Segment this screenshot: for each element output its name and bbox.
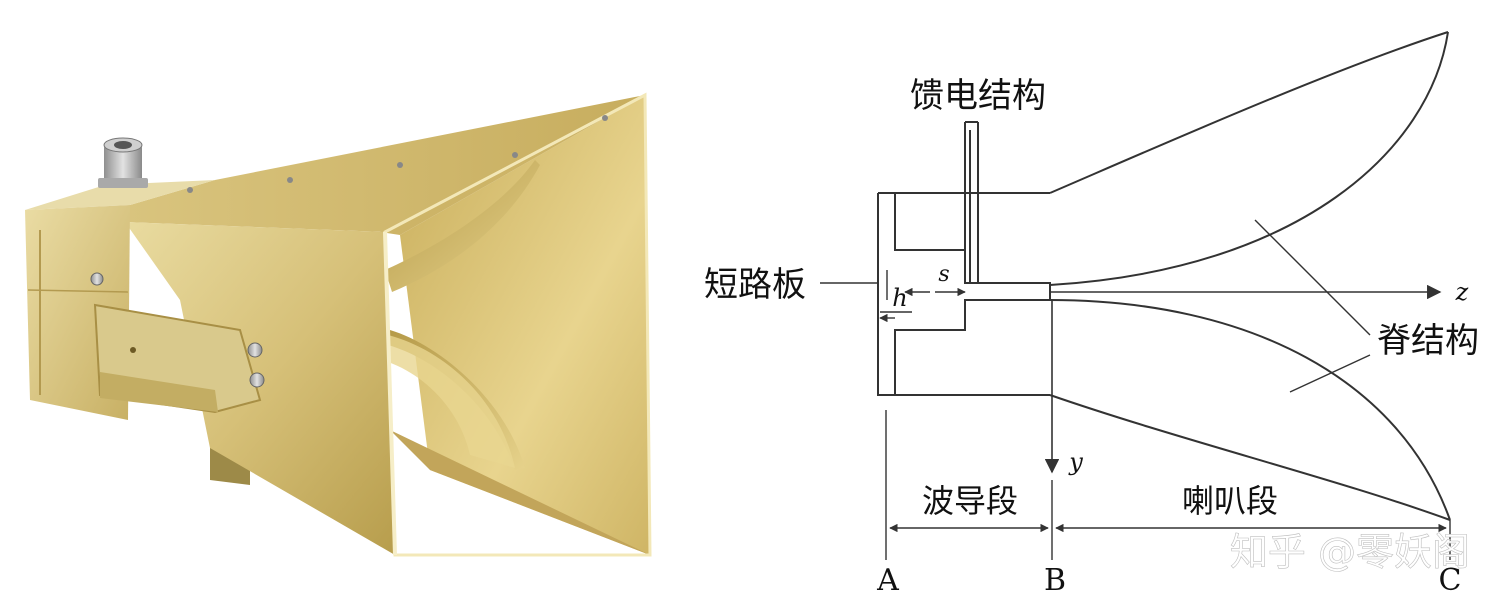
axis-z-label: z: [1455, 278, 1469, 306]
waveguide-box-top: [25, 180, 215, 210]
waveguide-section-label: 波导段: [922, 482, 1018, 520]
dim-s-label: s: [938, 262, 949, 287]
watermark: 知乎 @零妖阁: [1230, 530, 1470, 574]
horn-lower-wall: [1049, 394, 1451, 521]
point-a-label: A: [876, 563, 899, 598]
screw: [249, 372, 265, 388]
feed-structure-label: 馈电结构: [910, 76, 1046, 116]
point-b-label: B: [1044, 563, 1066, 598]
upper-ridge: [385, 160, 540, 292]
ridge-leader-upper: [1254, 219, 1371, 336]
screw: [90, 272, 104, 286]
screw: [247, 342, 263, 358]
horn-upper-wall: [1049, 31, 1449, 194]
ridged-horn-schematic: [820, 31, 1451, 560]
horn-inner-right-wall: [400, 95, 650, 555]
ridge-structure-label: 脊结构: [1377, 321, 1479, 361]
short-plate-step: [894, 193, 1050, 395]
coax-connector: [98, 137, 148, 188]
upper-ridge-curve: [1049, 31, 1449, 286]
short-plate-label: 短路板: [704, 265, 806, 305]
axis-y-label: y: [1068, 448, 1083, 476]
horn-section-label: 喇叭段: [1182, 482, 1278, 520]
horn-inner-bottom-wall: [390, 430, 650, 555]
schematic-labels: 馈电结构 短路板 h s z y 脊结构 波导段 喇叭段 A B C: [704, 76, 1479, 598]
antenna-photo: [25, 92, 652, 557]
horn-side-face: [125, 222, 395, 555]
dim-h-label: h: [892, 284, 907, 312]
point-c-label: C: [1439, 563, 1462, 598]
ridge-leader-lower: [1289, 354, 1371, 393]
lower-ridge-curve: [1049, 299, 1451, 521]
horn-top-flare: [125, 95, 645, 232]
feed-structure: [964, 121, 979, 283]
